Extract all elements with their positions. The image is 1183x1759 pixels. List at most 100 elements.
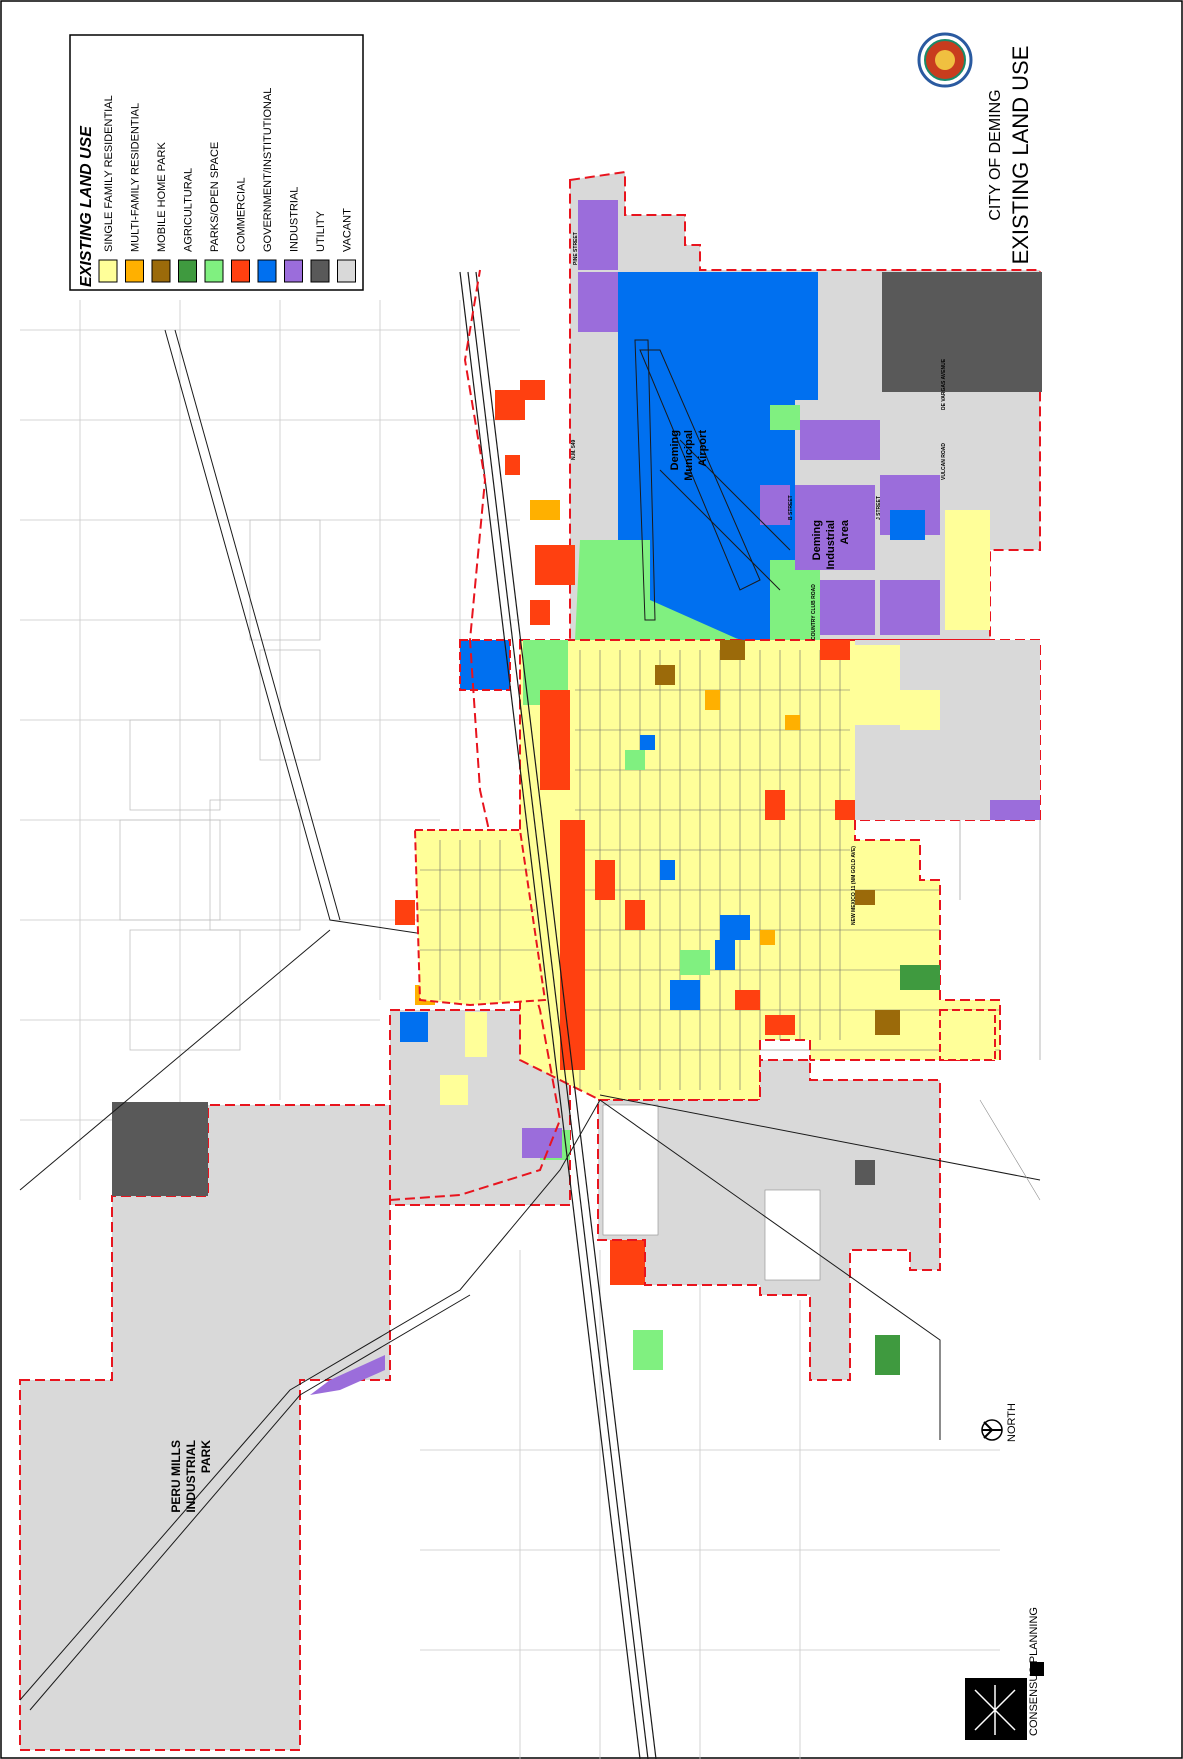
residential-south-edge [939,1009,996,1061]
legend-label: GOVERNMENT/INSTITUTIONAL [262,88,274,252]
agricultural-parcel-b [875,1335,900,1375]
legend-swatch [125,259,144,283]
legend: EXISTING LAND USE SINGLE FAMILY RESIDENT… [69,34,364,291]
legend-label: VACANT [342,208,354,252]
peru-mills-label-3: PARK [199,1440,213,1473]
industrial-parcel-north-b [578,272,618,332]
legend-swatch [310,259,330,283]
subdivision-northwest [119,519,321,1051]
north-arrow-icon: NORTH [981,1403,1018,1442]
legend-label: UTILITY [315,210,327,252]
agricultural-parcel-a [900,965,940,990]
legend-swatch [178,259,197,283]
legend-item: SINGLE FAMILY RESIDENTIAL [98,95,118,283]
north-label: NORTH [1006,1403,1018,1442]
residential-parcel-a [465,1012,487,1057]
legend-item: AGRICULTURAL [178,168,197,283]
legend-swatch [151,259,171,283]
gov-parcel-industrial [890,510,925,540]
park-small [770,405,800,430]
legend-item: UTILITY [310,210,330,283]
industrial-label-3: Area [839,519,851,544]
industrial-rail-west [310,1355,385,1395]
legend-swatch [284,259,303,283]
logo-text: CONSENSUS PLANNING [1028,1607,1040,1736]
residential-industrial-edge [945,510,990,630]
gov-parcel-west [459,639,511,691]
street-country-club: COUNTRY CLUB ROAD [811,584,817,640]
airport-label-2: Municipal [683,430,695,481]
school-parcel [400,1012,428,1042]
legend-box [69,34,364,291]
legend-label: AGRICULTURAL [183,168,195,252]
airport-label: Deming Municipal Airport [669,430,709,481]
utility-parcel-south [855,1160,875,1185]
industrial-se [990,800,1040,820]
airport-label-1: Deming [669,430,681,470]
industrial-label-2: Industrial [825,520,837,570]
street-j: J STREET [876,496,882,520]
interstate [19,329,1041,1711]
outlying-parcel-grid [20,300,1000,1759]
open-space-east [770,560,820,640]
legend-item: COMMERCIAL [231,177,250,283]
residential-parcel-b [440,1075,468,1105]
legend-item: PARKS/OPEN SPACE [204,142,224,283]
airport-label-3: Airport [697,430,709,467]
legend-label: MULTI-FAMILY RESIDENTIAL [130,103,142,252]
street-pine: PINE STREET [573,232,579,265]
street-nm11: NEW MEXICO 11 (NM GOLD AVE) [851,846,857,925]
legend-item: GOVERNMENT/INSTITUTIONAL [257,88,277,283]
legend-swatch [98,259,118,283]
street-nm549: N.M. 549 [571,439,577,460]
commercial-parcels [395,380,855,1285]
city-name: CITY OF DEMING [987,89,1004,220]
legend-swatch [257,259,277,283]
legend-label: SINGLE FAMILY RESIDENTIAL [103,95,115,252]
legend-label: COMMERCIAL [236,177,248,252]
utility-parcel-west-b [160,1102,208,1152]
city-seal [917,32,973,88]
core-west-grid [420,840,540,1000]
residential-se-b [900,690,940,730]
street-b: B STREET [788,495,794,520]
legend-label: PARKS/OPEN SPACE [209,142,221,252]
peru-mills-label-1: PERU MILLS [169,1440,183,1513]
peru-mills-label: PERU MILLS INDUSTRIAL PARK [169,1440,213,1513]
legend-items: SINGLE FAMILY RESIDENTIAL MULTI-FAMILY RE… [98,88,356,283]
industrial-label: Deming Industrial Area [811,519,851,569]
airport-parcel [618,272,818,640]
legend-item: INDUSTRIAL [284,187,303,283]
legend-label: INDUSTRIAL [289,187,301,252]
south-subdivision [764,1189,821,1281]
legend-swatch [337,259,356,283]
government-parcels [640,735,750,1010]
peru-mills-label-2: INDUSTRIAL [184,1440,198,1513]
industrial-block-b [795,485,875,570]
consensus-planning-logo: CONSENSUS PLANNING [965,1607,1044,1740]
airport-runways [634,339,791,621]
east-edge-parcels [959,820,1041,1201]
legend-item: MULTI-FAMILY RESIDENTIAL [125,103,144,283]
industrial-block-c [820,580,875,635]
utility-parcel-east [882,272,1042,392]
legend-swatch [231,259,250,283]
street-vulcan: VULCAN ROAD [941,443,947,480]
industrial-block-e [880,580,940,635]
map-title: EXISTING LAND USE [1008,46,1033,265]
south-parcel-blank [602,1104,659,1236]
industrial-label-1: Deming [811,520,823,560]
legend-item: MOBILE HOME PARK [151,142,171,283]
industrial-rail [522,1128,562,1158]
industrial-parcel-north [578,200,618,270]
industrial-block-f [760,485,790,525]
residential-se-a [855,645,900,725]
legend-swatch [204,259,224,283]
industrial-block-a [800,420,880,460]
street-de-vargas: DE VARGAS AVENUE [941,358,947,410]
legend-title: EXISTING LAND USE [78,125,95,287]
railroads [459,271,657,1759]
airport-open-space [575,540,740,640]
